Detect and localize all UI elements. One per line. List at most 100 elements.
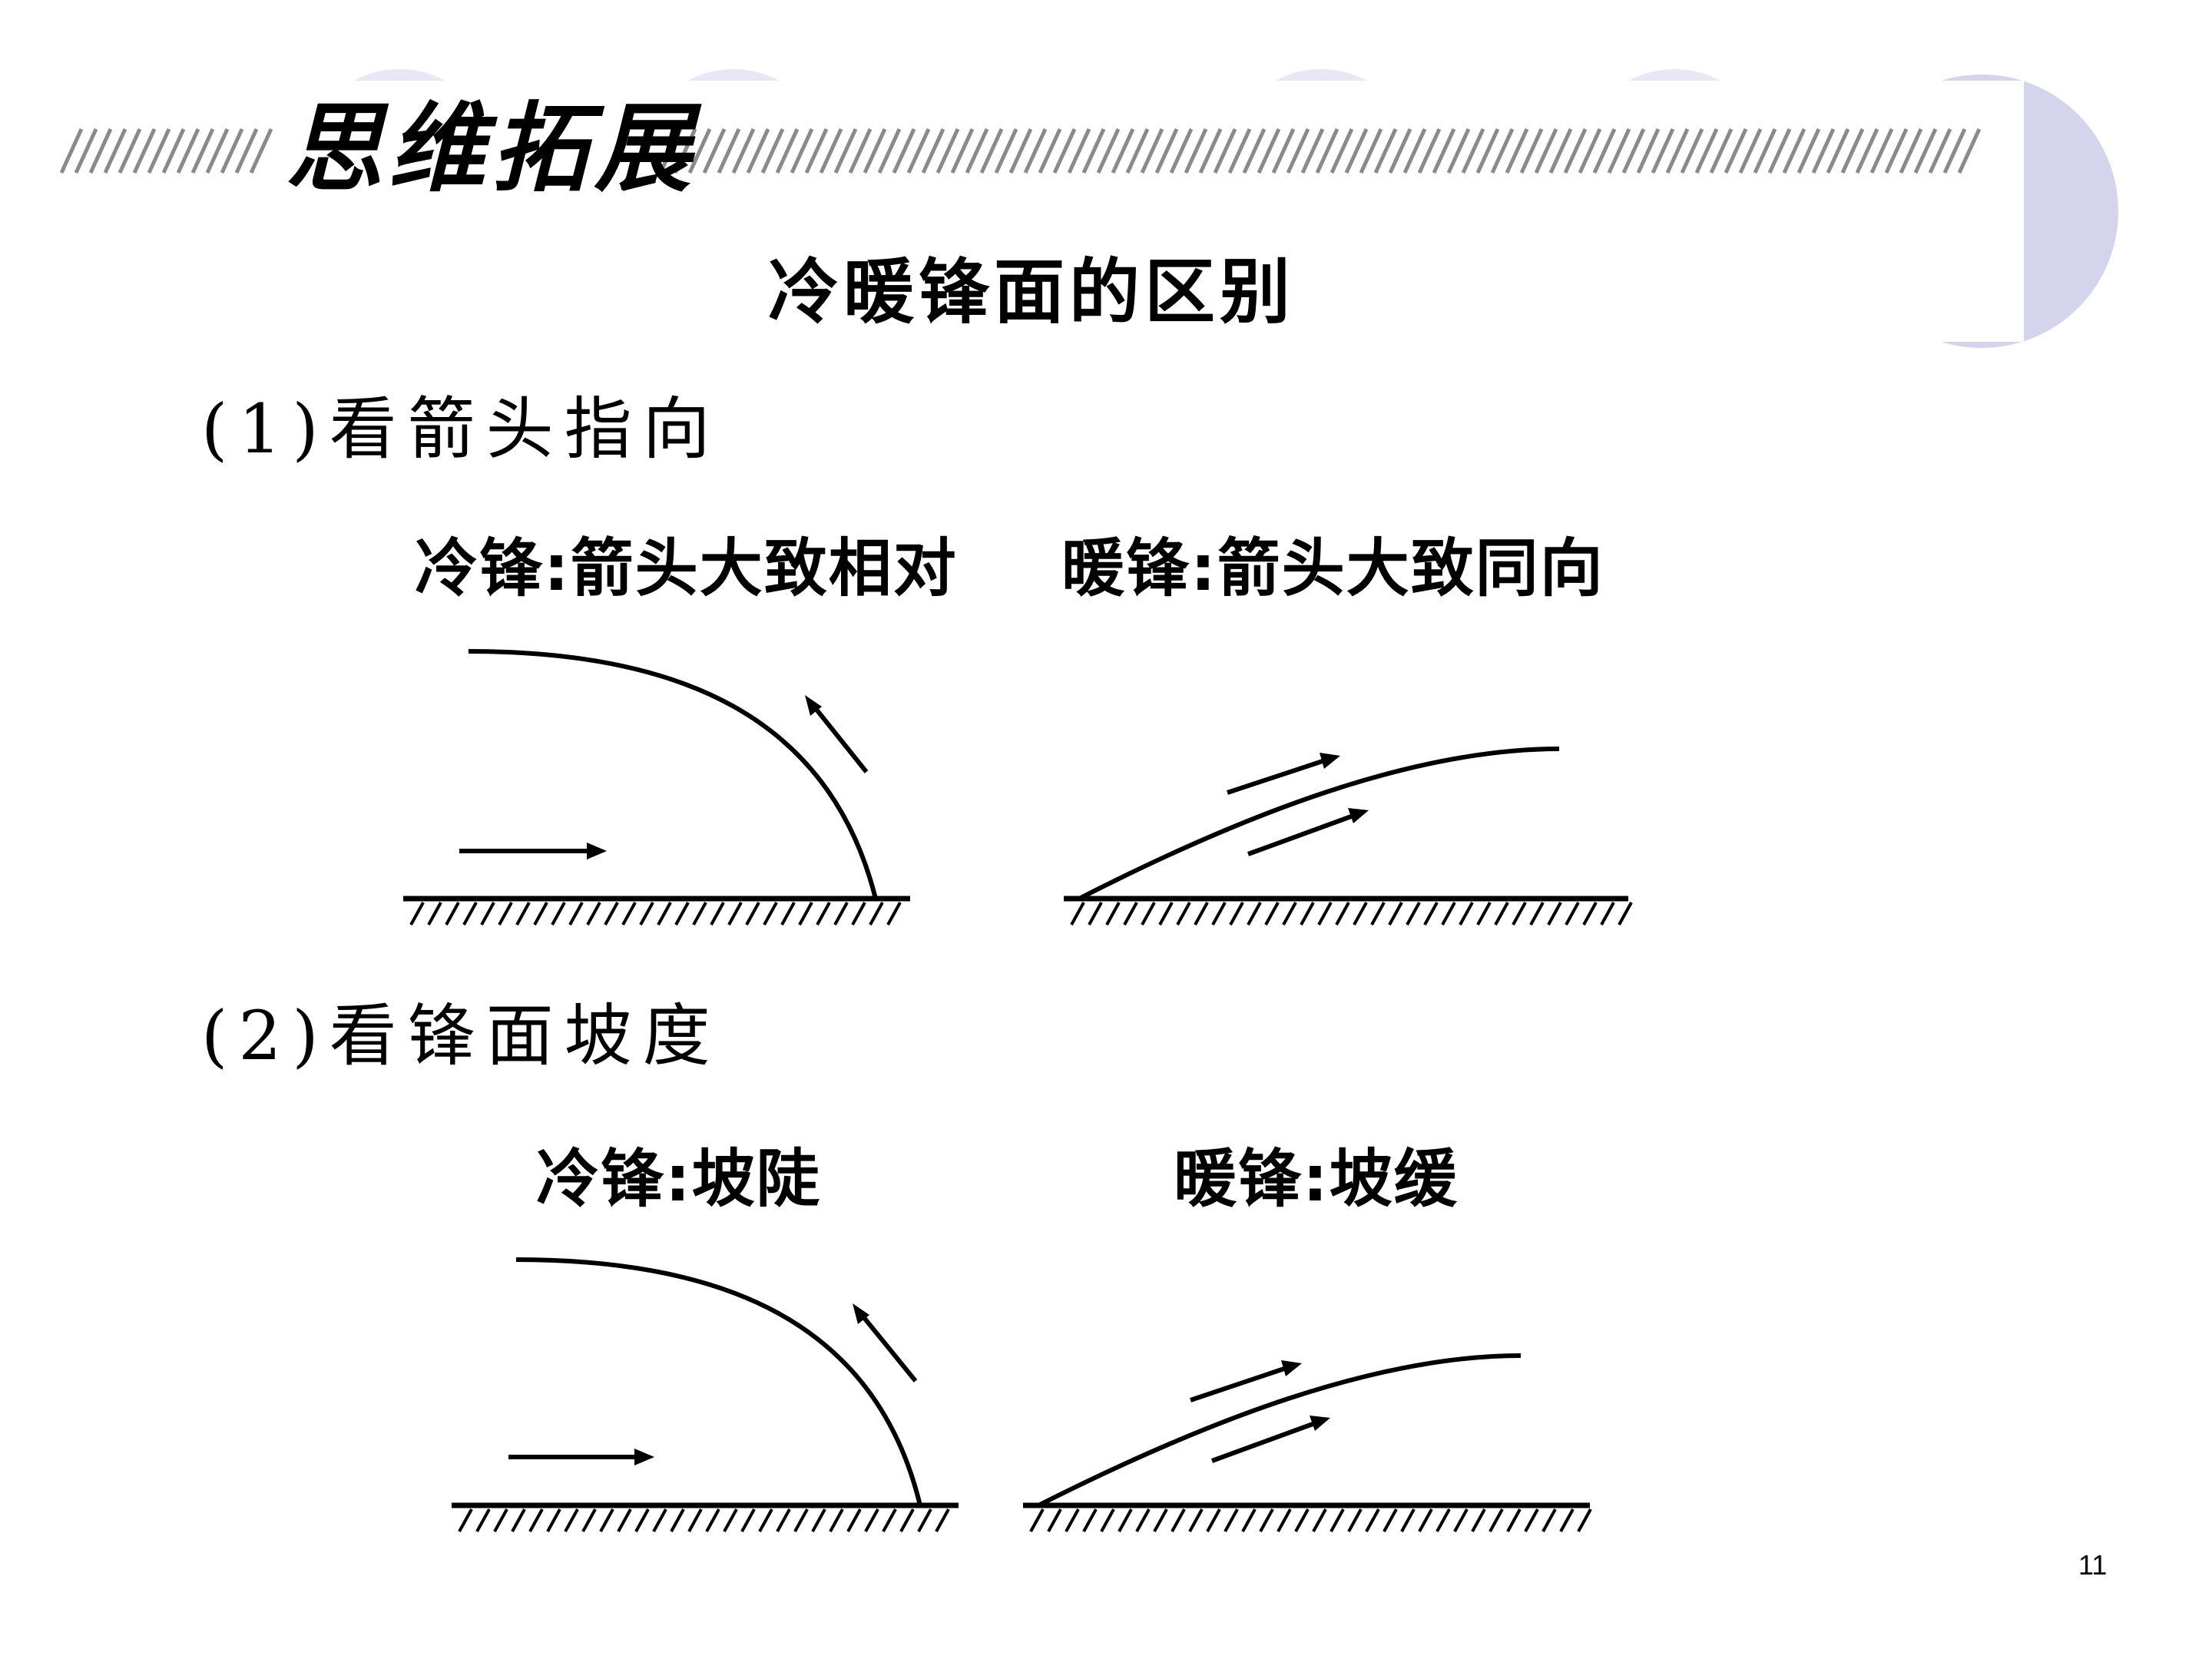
banner-hatch-right: [658, 127, 1982, 174]
banner-hatch-stroke: [1636, 127, 1661, 174]
banner-hatch-stroke: [1402, 127, 1427, 174]
ground-hatch-stroke: [1335, 902, 1350, 926]
ground-hatch-stroke: [1118, 1508, 1133, 1532]
ground-hatch-stroke: [1082, 1508, 1098, 1532]
label-cold-front-arrows: 冷锋:箭头大致相对: [415, 532, 958, 605]
banner-mask: [0, 81, 2024, 342]
ground-hatch-stroke: [793, 1508, 809, 1532]
banner-hatch-stroke: [147, 127, 171, 174]
ground-hatch-stroke: [551, 902, 566, 926]
banner-hatch-stroke: [234, 127, 259, 174]
banner-hatch-stroke: [74, 127, 98, 174]
ground-hatch-stroke: [1524, 1508, 1539, 1532]
ground-hatch-stroke: [1206, 1508, 1221, 1532]
banner-hatch-stroke: [877, 127, 902, 174]
ground-hatch-stroke: [864, 1508, 879, 1532]
banner-hatch-stroke: [1957, 127, 1982, 174]
ground-hatch-stroke: [1488, 1508, 1504, 1532]
ground-hatching: [409, 902, 902, 926]
ground-hatch-stroke: [1330, 1508, 1345, 1532]
arrowhead: [1281, 1360, 1302, 1376]
ground-hatch-stroke: [568, 902, 584, 926]
ground-hatch-stroke: [727, 902, 743, 926]
banner-hatch-stroke: [935, 127, 960, 174]
banner-hatch-stroke: [892, 127, 916, 174]
ground-hatch-stroke: [917, 1508, 932, 1532]
banner-hatch-stroke: [1621, 127, 1646, 174]
ground-hatch-stroke: [1312, 1508, 1327, 1532]
ground-hatch-stroke: [851, 902, 866, 926]
ground-hatch-stroke: [1541, 1508, 1557, 1532]
ground-hatch-stroke: [846, 1508, 862, 1532]
front-surface: [515, 1257, 922, 1506]
banner-hatch-stroke: [1709, 127, 1734, 174]
ground-hatch-stroke: [1382, 1508, 1398, 1532]
ground-hatch-stroke: [869, 902, 884, 926]
banner-hatch-stroke: [1899, 127, 1923, 174]
banner-hatch-stroke: [1008, 127, 1033, 174]
banner-hatch-stroke: [1724, 127, 1748, 174]
banner-hatch-stroke: [1767, 127, 1792, 174]
ground-hatch-stroke: [581, 1508, 597, 1532]
banner-hatch-stroke: [1140, 127, 1164, 174]
section-heading-arrows: (1)看箭头指向: [201, 389, 721, 469]
banner-hatch-stroke: [1563, 127, 1588, 174]
banner-hatch-stroke: [1826, 127, 1850, 174]
banner-hatch-stroke: [994, 127, 1018, 174]
ground-hatch-stroke: [886, 902, 902, 926]
banner-hatch-stroke: [1665, 127, 1690, 174]
banner-hatch-stroke: [979, 127, 1004, 174]
banner-hatch-stroke: [906, 127, 931, 174]
banner-hatch-stroke: [1811, 127, 1836, 174]
banner-hatch-stroke: [1782, 127, 1806, 174]
banner-hatch-stroke: [1330, 127, 1354, 174]
banner-hatch-stroke: [1578, 127, 1602, 174]
arrowhead: [1320, 753, 1340, 769]
ground-hatch-stroke: [1406, 902, 1421, 926]
banner-hatch-stroke: [1052, 127, 1077, 174]
ground-hatch-stroke: [586, 902, 601, 926]
ground-hatch-stroke: [475, 1508, 491, 1532]
ground-hatch-stroke: [1264, 902, 1280, 926]
banner-hatch-stroke: [848, 127, 873, 174]
diagram-cold-front-slope: [452, 1257, 959, 1532]
ground-hatch-stroke: [1400, 1508, 1416, 1532]
banner-hatch-stroke: [804, 127, 829, 174]
diagram-warm-front-arrows: [1064, 747, 1633, 926]
ground-hatch-stroke: [1188, 1508, 1204, 1532]
diagram-warm-front-slope: [1023, 1353, 1592, 1532]
banner-hatch-stroke: [205, 127, 230, 174]
banner-hatch-stroke: [1023, 127, 1048, 174]
banner-hatch-stroke: [1592, 127, 1617, 174]
banner-hatch-stroke: [921, 127, 945, 174]
ground-hatch-stroke: [1600, 902, 1615, 926]
ground-hatch-stroke: [1088, 902, 1103, 926]
ground-hatch-stroke: [811, 1508, 826, 1532]
banner-hatch-stroke: [1796, 127, 1821, 174]
ground-hatch-stroke: [1211, 902, 1227, 926]
ground-hatch-stroke: [1365, 1508, 1380, 1532]
ground-hatch-stroke: [1259, 1508, 1274, 1532]
banner-hatch-stroke: [1067, 127, 1091, 174]
banner-hatch-stroke: [1884, 127, 1909, 174]
banner-hatch-stroke: [1490, 127, 1515, 174]
banner-hatch-stroke: [220, 127, 244, 174]
ground-hatch-stroke: [1229, 902, 1244, 926]
banner-hatch-stroke: [775, 127, 800, 174]
ground-hatch-stroke: [1547, 902, 1562, 926]
ground-hatch-stroke: [1282, 902, 1297, 926]
ground-hatch-stroke: [493, 1508, 508, 1532]
ground-hatch-stroke: [1529, 902, 1545, 926]
ground-hatch-stroke: [1476, 902, 1492, 926]
ground-hatch-stroke: [458, 1508, 473, 1532]
ground-hatch-stroke: [528, 1508, 544, 1532]
ground-hatch-stroke: [657, 902, 672, 926]
banner-hatch-stroke: [118, 127, 142, 174]
banner-hatch-stroke: [1942, 127, 1967, 174]
ground-hatch-stroke: [1435, 1508, 1451, 1532]
banner-hatch-stroke: [1373, 127, 1398, 174]
banner-hatch-stroke: [1169, 127, 1194, 174]
ground-hatch-stroke: [1559, 1508, 1575, 1532]
banner-hatch-stroke: [1038, 127, 1062, 174]
